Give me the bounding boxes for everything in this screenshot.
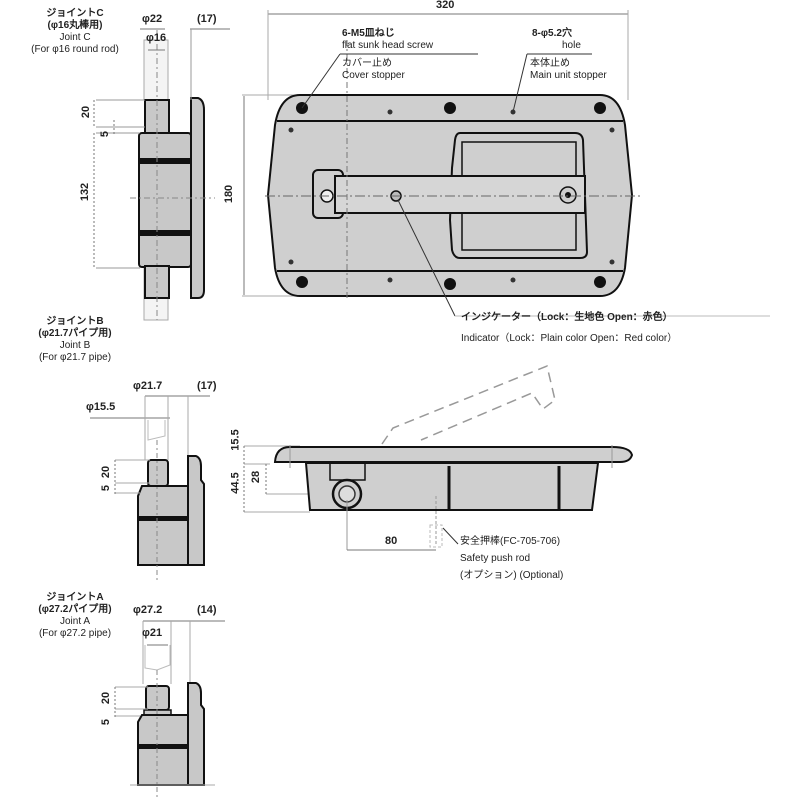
joint-a-dim-step: 5 — [100, 718, 113, 726]
callout-main-jp: 本体止め — [530, 58, 570, 69]
side-dim-axis: 28 — [250, 470, 263, 484]
joint-c-dim-inner: φ16 — [146, 32, 167, 44]
joint-a-dim-offset: (14) — [197, 604, 217, 616]
joint-c-dim-pitch: 132 — [79, 182, 92, 202]
joint-a-dim-inner: φ21 — [142, 627, 163, 639]
joint-c-dim-offset: (17) — [197, 13, 217, 25]
joint-b-dim-inner: φ15.5 — [86, 401, 116, 413]
pushrod-label-en: Safety push rod — [460, 553, 531, 564]
joint-c-dim-stub: 20 — [80, 105, 93, 119]
front-dim-width: 320 — [436, 0, 455, 11]
joint-b-spec-jp: (φ21.7パイプ用) — [38, 328, 112, 339]
joint-b-dim-step: 5 — [100, 484, 113, 492]
indicator-label-en: Indicator（Lock：Plain color Open：Red colo… — [461, 333, 678, 344]
joint-b-spec-en: (For φ21.7 pipe) — [38, 352, 112, 363]
joint-a-dim-outer: φ27.2 — [133, 604, 163, 616]
side-dim-pushrod: 80 — [385, 535, 398, 547]
joint-c-drawing — [93, 28, 230, 321]
indicator-label-jp: インジケーター（Lock：生地色 Open：赤色） — [461, 312, 673, 323]
joint-c-title-en: Joint C — [59, 32, 91, 43]
callout-cover-jp: カバー止め — [342, 58, 392, 69]
pushrod-label-jp: 安全押棒(FC-705-706) — [460, 536, 561, 547]
callout-screw-jp: 6-M5皿ねじ — [342, 28, 395, 39]
joint-c-spec-en: (For φ16 round rod) — [31, 44, 119, 55]
joint-c-spec-jp: (φ16丸棒用) — [47, 20, 103, 31]
joint-c-dim-step: 5 — [99, 130, 112, 138]
joint-b-title-jp: ジョイントB — [46, 316, 104, 327]
joint-a-title-jp: ジョイントA — [46, 592, 104, 603]
front-view-drawing — [242, 10, 770, 317]
callout-hole-jp: 8-φ5.2穴 — [532, 28, 572, 39]
joint-a-dim-stub: 20 — [100, 691, 113, 705]
joint-b-drawing — [90, 395, 210, 580]
callout-hole-en: hole — [562, 40, 581, 51]
callout-screw-en: flat sunk head screw — [342, 40, 434, 51]
joint-c-title-jp: ジョイントC — [46, 8, 104, 19]
side-view-drawing — [243, 364, 634, 551]
joint-a-spec-en: (For φ27.2 pipe) — [38, 628, 112, 639]
joint-a-title-en: Joint A — [59, 616, 91, 627]
callout-main-en: Main unit stopper — [530, 70, 607, 81]
joint-b-dim-offset: (17) — [197, 380, 217, 392]
pushrod-optional: (オプション) (Optional) — [460, 570, 564, 581]
joint-a-spec-jp: (φ27.2パイプ用) — [38, 604, 112, 615]
joint-b-title-en: Joint B — [59, 340, 91, 351]
joint-a-drawing — [114, 620, 225, 800]
side-dim-flange: 15.5 — [229, 429, 242, 451]
callout-cover-en: Cover stopper — [342, 70, 405, 81]
joint-b-dim-stub: 20 — [100, 465, 113, 479]
front-dim-height: 180 — [223, 184, 236, 204]
joint-b-dim-outer: φ21.7 — [133, 380, 163, 392]
joint-c-dim-outer: φ22 — [142, 13, 163, 25]
side-dim-total: 44.5 — [229, 472, 242, 494]
